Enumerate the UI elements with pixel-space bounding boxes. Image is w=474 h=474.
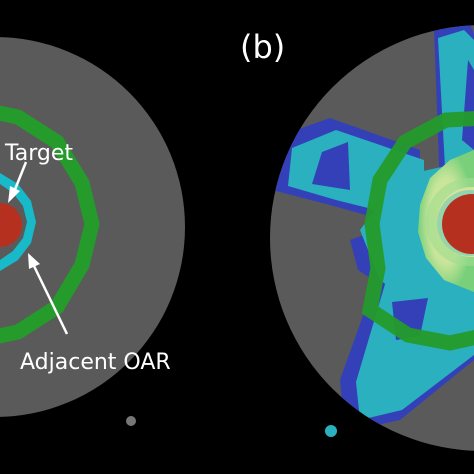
target-a [0, 203, 22, 247]
ring-structure-b [361, 110, 474, 351]
panel-b: (b) [240, 25, 474, 451]
ring-structure-a [0, 105, 100, 344]
marker-dot-b [325, 425, 337, 437]
target-b [442, 194, 474, 254]
target-arrowhead [8, 186, 20, 203]
target-label: Target [4, 141, 73, 166]
target-arrow-shaft [12, 161, 28, 193]
marker-dot-a [126, 416, 136, 426]
oar-arrow-shaft [32, 265, 69, 335]
panel-a: Target Adjacent OAR [0, 37, 185, 426]
oar-arrowhead [28, 253, 40, 269]
oar-label: Adjacent OAR [20, 350, 171, 375]
panel-b-label: (b) [240, 28, 285, 66]
